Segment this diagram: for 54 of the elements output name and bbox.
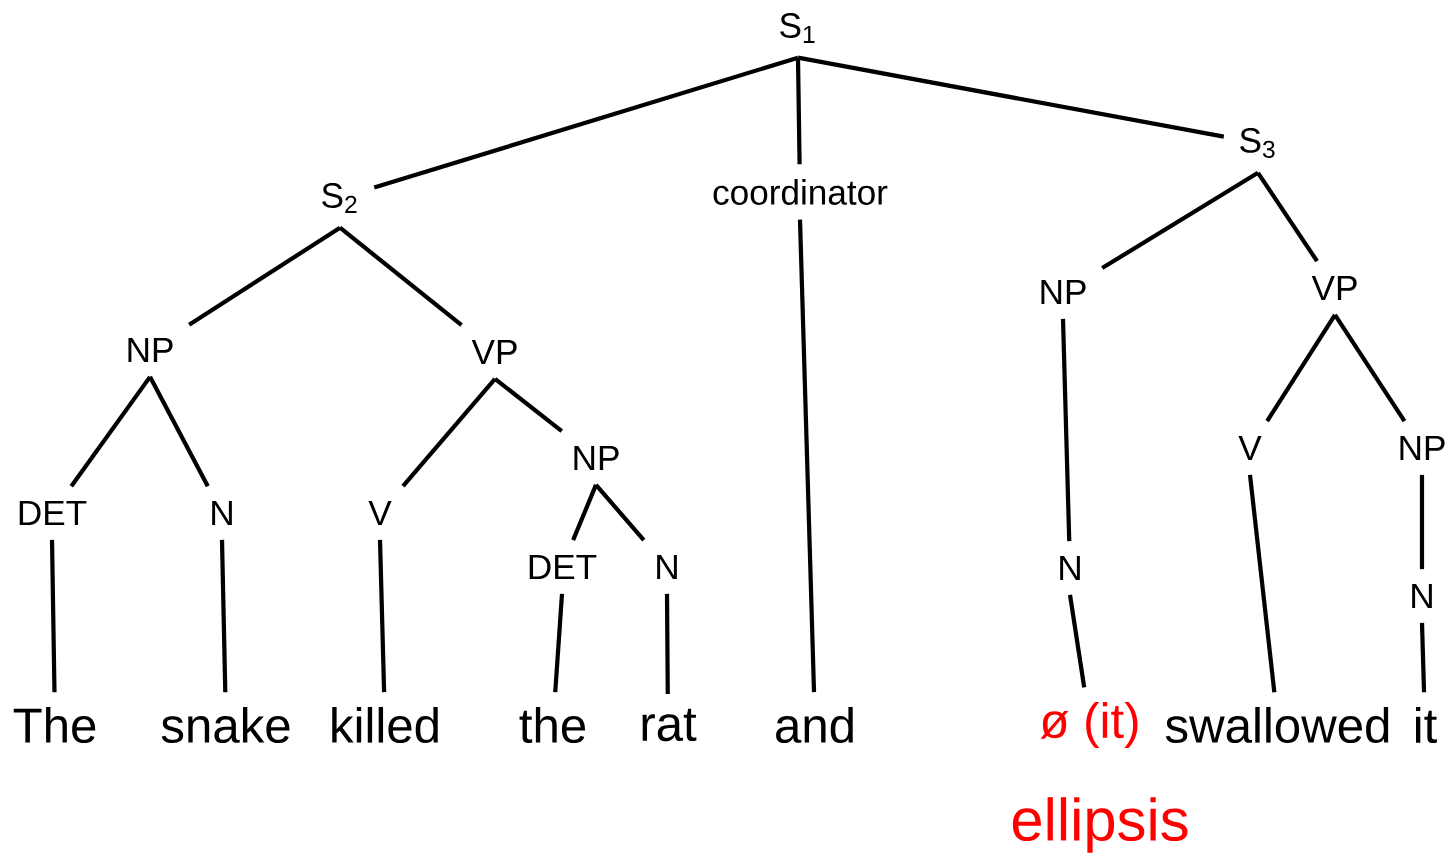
word: snake bbox=[161, 706, 290, 744]
branch-line bbox=[1067, 594, 1087, 688]
ellipsis-note: ellipsis bbox=[1012, 797, 1188, 853]
category-label: VP bbox=[1311, 275, 1357, 301]
branch-line bbox=[148, 375, 210, 488]
category-label: N bbox=[212, 500, 232, 526]
branch-line bbox=[664, 593, 670, 695]
category-label: V bbox=[368, 500, 392, 526]
category-label: DET bbox=[529, 554, 597, 580]
category-label: S$_{1}$ bbox=[780, 13, 815, 43]
branch-line bbox=[571, 484, 598, 541]
branch-line bbox=[401, 377, 497, 488]
word: rat bbox=[642, 708, 697, 742]
branch-line bbox=[1101, 171, 1260, 270]
category-label: NP bbox=[128, 337, 173, 363]
branch-line bbox=[1256, 171, 1319, 263]
branch-line bbox=[493, 377, 564, 433]
branch-line bbox=[377, 539, 387, 693]
branch-line bbox=[69, 375, 152, 488]
category-label: VP bbox=[471, 339, 517, 365]
word: swallowed bbox=[1165, 706, 1389, 744]
word: ø (it) bbox=[1040, 702, 1138, 748]
branch-line bbox=[1247, 474, 1277, 693]
category-label: S$_{2}$ bbox=[322, 183, 357, 213]
category-label: DET bbox=[19, 500, 87, 526]
branch-line bbox=[795, 57, 802, 165]
branch-line bbox=[1419, 622, 1427, 693]
branch-line bbox=[1333, 313, 1407, 423]
branch-line bbox=[373, 55, 799, 190]
category-label: N bbox=[657, 554, 677, 580]
category-label: NP bbox=[574, 445, 619, 471]
word: The bbox=[13, 706, 96, 744]
word: killed bbox=[332, 706, 438, 744]
category-label: V bbox=[1238, 435, 1262, 461]
category-label: N bbox=[1060, 555, 1080, 581]
branch-line bbox=[1419, 474, 1425, 570]
word: it bbox=[1416, 707, 1437, 744]
branch-line bbox=[797, 219, 817, 693]
branch-line bbox=[49, 539, 57, 693]
category-label: coordinator bbox=[713, 179, 888, 205]
category-label: N bbox=[1412, 583, 1432, 609]
branch-line bbox=[797, 55, 1225, 139]
category-label: S$_{3}$ bbox=[1240, 128, 1275, 158]
category-label: NP bbox=[1400, 435, 1445, 461]
branch-line bbox=[553, 593, 565, 693]
branch-line bbox=[594, 483, 646, 542]
category-label: NP bbox=[1041, 279, 1086, 305]
branch-line bbox=[1265, 313, 1337, 423]
branch-line bbox=[338, 226, 463, 327]
word: the bbox=[519, 706, 586, 744]
branch-line bbox=[188, 225, 342, 327]
word: and bbox=[776, 706, 853, 744]
branch-line bbox=[219, 539, 228, 693]
branch-line bbox=[1060, 318, 1072, 542]
